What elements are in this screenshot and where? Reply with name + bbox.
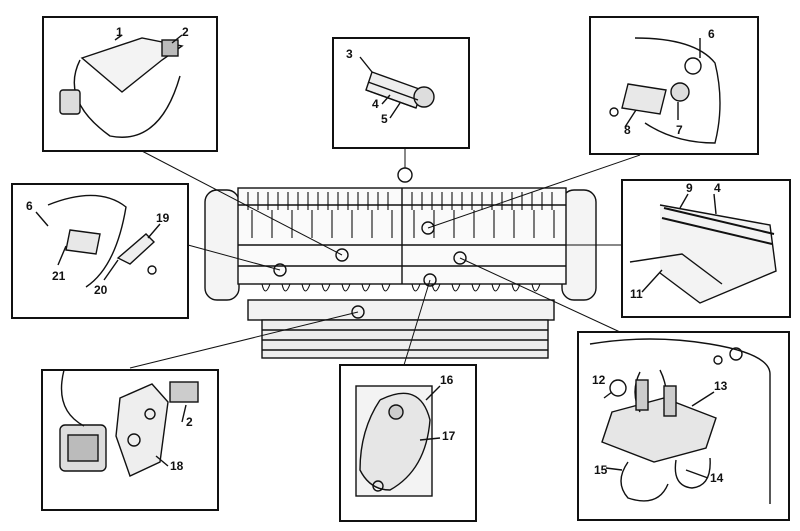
callout-21: 21	[52, 269, 66, 283]
callout-7: 7	[676, 123, 683, 137]
detail-panel-top-right	[589, 16, 759, 155]
detail-panel-bottom-left	[41, 369, 219, 511]
callout-2: 2	[182, 25, 189, 39]
harrow-base	[247, 299, 555, 321]
callout-9: 9	[686, 181, 693, 195]
callout-6: 6	[708, 27, 715, 41]
callout-1: 1	[116, 25, 123, 39]
callout-2: 2	[186, 415, 193, 429]
detail-panel-mid-left	[11, 183, 189, 319]
left-wheel	[204, 189, 240, 301]
callout-19: 19	[156, 211, 170, 225]
callout-11: 11	[630, 287, 643, 301]
openers-row	[261, 283, 541, 292]
callout-4: 4	[714, 181, 721, 195]
callout-12: 12	[592, 373, 606, 387]
callout-15: 15	[594, 463, 608, 477]
leader-lines	[129, 148, 641, 369]
detail-panel-top-center	[332, 37, 470, 149]
callout-5: 5	[381, 112, 388, 126]
callout-18: 18	[170, 459, 184, 473]
central-machine	[204, 167, 597, 359]
callout-8: 8	[624, 123, 631, 137]
callout-3: 3	[346, 47, 353, 61]
callout-20: 20	[94, 283, 108, 297]
detail-panel-mid-right	[621, 179, 791, 318]
detail-panel-top-left	[42, 16, 218, 152]
callout-14: 14	[710, 471, 724, 485]
callout-6: 6	[26, 199, 33, 213]
seed-tubes	[247, 192, 555, 238]
callout-13: 13	[714, 379, 728, 393]
detail-panel-bottom-right	[577, 331, 790, 521]
callout-16: 16	[440, 373, 454, 387]
callout-17: 17	[442, 429, 456, 443]
callout-4: 4	[372, 97, 379, 111]
callout-labels: 1 2 3 4 5 6 7 8 6 19 21 20 9 4 11 2 18 1…	[26, 25, 728, 485]
detail-panel-bottom-center	[339, 364, 477, 522]
